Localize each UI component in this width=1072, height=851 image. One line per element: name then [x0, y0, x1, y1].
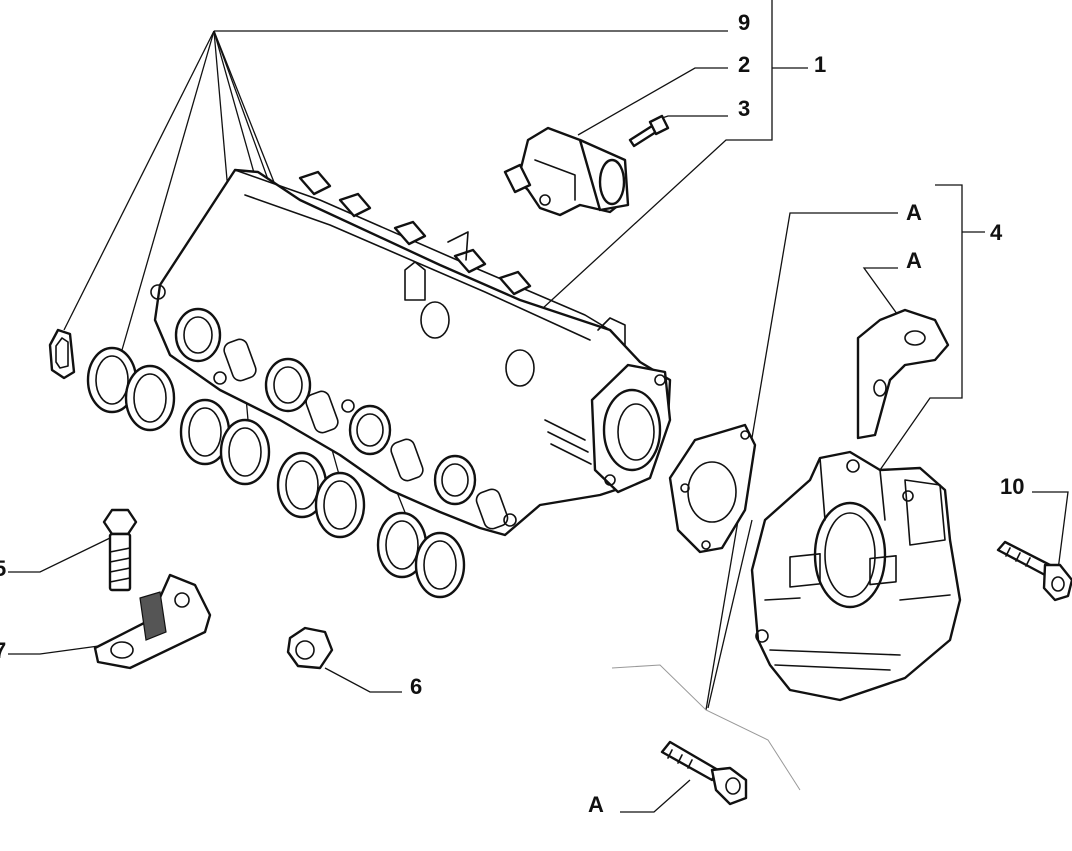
callout-2: 2 [738, 52, 750, 77]
gasket-small-icon [48, 328, 76, 380]
callout-a-bracket: A [906, 248, 922, 273]
callout-10: 10 [1000, 474, 1024, 499]
callout-1: 1 [814, 52, 826, 77]
bolt-10-icon [996, 540, 1072, 602]
bolt-5-icon [102, 508, 138, 592]
callout-3: 3 [738, 96, 750, 121]
throttle-gasket-icon [668, 423, 757, 554]
bracket-7-icon [93, 573, 212, 670]
callout-5: 5 [0, 556, 6, 581]
pressure-sensor-icon [503, 126, 630, 217]
gasket-pair-3-icon [276, 451, 366, 539]
gasket-pair-4-icon [376, 511, 466, 599]
callout-a-bolt: A [588, 792, 604, 817]
throttle-body-icon [750, 450, 962, 702]
callout-labels: 9 2 1 3 A 4 A 10 5 7 6 A [0, 10, 1024, 817]
callout-7: 7 [0, 638, 6, 663]
l-bracket-icon [856, 308, 950, 440]
gasket-pair-1-icon [86, 346, 176, 432]
callout-a-gasket: A [906, 200, 922, 225]
nut-6-icon [286, 626, 334, 670]
intake-manifold-icon [150, 168, 672, 537]
screw-icon [628, 114, 670, 148]
callout-9: 9 [738, 10, 750, 35]
bolt-a-icon [660, 740, 748, 806]
gasket-pair-2-icon [179, 398, 271, 486]
callout-4: 4 [990, 220, 1003, 245]
callout-6: 6 [410, 674, 422, 699]
